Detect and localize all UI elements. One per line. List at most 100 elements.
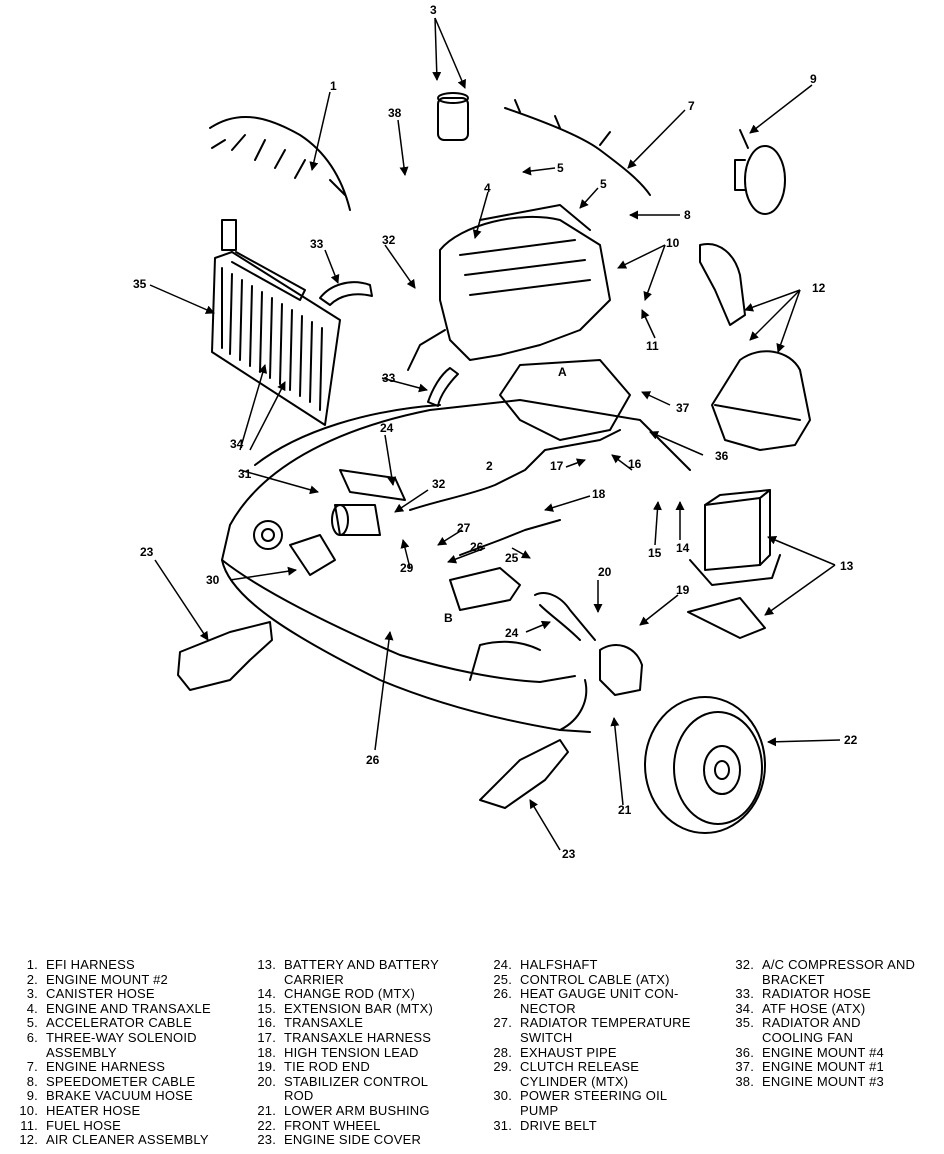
callout-labels: 3 1 38 7 9 5 4 5 8 10 33 32 35 12 11 33 … [133, 3, 858, 861]
callout-label: 17 [550, 459, 564, 473]
legend-item: PUMP [482, 1103, 691, 1119]
efi-harness-drawing [209, 115, 351, 211]
control-cable-drawing [459, 519, 561, 556]
legend-item-number: 36. [735, 1044, 754, 1060]
legend-item-text: NECTOR [520, 1000, 576, 1016]
legend-item: 31. DRIVE BELT [482, 1117, 691, 1134]
legend-item: 19. TIE ROD END [246, 1060, 439, 1075]
legend-item: 13.BATTERY AND BATTERY [246, 957, 439, 973]
legend-item-text: TIE ROD END [284, 1059, 370, 1075]
legend-item: 30.POWER STEERING OIL [482, 1089, 691, 1104]
legend-item-number [482, 1075, 520, 1090]
legend-item-number: 11. [20, 1117, 38, 1133]
legend-item: 20.STABILIZER CONTROL [246, 1074, 439, 1090]
callout-label: 10 [666, 236, 680, 250]
legend-item-text: CONTROL CABLE (ATX) [520, 971, 670, 987]
legend-item-text: CYLINDER (MTX) [520, 1073, 629, 1089]
callout-label: 14 [676, 541, 690, 555]
callout-label: 7 [688, 99, 695, 113]
legend-item-number: 22. [257, 1117, 276, 1133]
legend-item: 15.EXTENSION BAR (MTX) [246, 1000, 439, 1017]
legend-item-number: 18. [257, 1044, 276, 1060]
engine-harness-drawing [504, 99, 651, 196]
legend-item-text: FRONT WHEEL [284, 1117, 381, 1133]
legend-item-number: 28. [493, 1044, 512, 1060]
callout-label: 32 [432, 477, 446, 491]
legend-item: CYLINDER (MTX) [482, 1073, 691, 1090]
callout-label: 4 [484, 181, 491, 195]
legend-item-number: 1. [26, 957, 38, 972]
legend-item-number [482, 1031, 520, 1046]
legend-item-number [724, 973, 762, 988]
legend-item-number: 27. [493, 1015, 512, 1031]
legend-item-number: 31. [493, 1117, 512, 1133]
callout-label: 23 [140, 545, 154, 559]
callout-label: 5 [600, 177, 607, 191]
legend-item-text: ENGINE MOUNT #1 [762, 1059, 884, 1075]
legend-item-number: 14. [257, 986, 276, 1002]
legend-item-text: AIR CLEANER ASSEMBLY [46, 1132, 209, 1148]
legend-item-number: 34. [735, 1000, 754, 1016]
legend-item-text: CANISTER HOSE [46, 986, 155, 1002]
legend-item-text: TRANSAXLE HARNESS [284, 1029, 432, 1045]
callout-label: 27 [457, 521, 471, 535]
legend-item-text: EFI HARNESS [46, 957, 135, 972]
legend-item: 33.RADIATOR HOSE [724, 987, 915, 1002]
legend-item-text: A/C COMPRESSOR AND [762, 957, 916, 972]
callout-label: 11 [646, 339, 659, 353]
cable-harness-drawing [409, 429, 621, 511]
legend-item: 8.SPEEDOMETER CABLE [8, 1073, 211, 1090]
legend-item-number: 30. [493, 1088, 512, 1104]
legend-item-number: 15. [257, 1000, 276, 1016]
legend-item: SWITCH [482, 1029, 691, 1046]
legend-item-number: 19. [257, 1059, 276, 1075]
legend-item-number: 6. [26, 1029, 38, 1045]
legend-item-number: 21. [257, 1102, 276, 1118]
legend-item-number: 5. [26, 1015, 38, 1031]
legend-item-text: ENGINE MOUNT #4 [762, 1044, 884, 1060]
legend-item: 7.ENGINE HARNESS [8, 1060, 211, 1075]
callout-label: 35 [133, 277, 147, 291]
callout-label: 24 [505, 626, 519, 640]
legend-item: ASSEMBLY [8, 1044, 211, 1061]
callout-label: 20 [598, 565, 612, 579]
legend-item: 6.THREE-WAY SOLENOID [8, 1029, 211, 1046]
exploded-engine-diagram: 3 1 38 7 9 5 4 5 8 10 33 32 35 12 11 33 … [133, 3, 858, 861]
legend-item-number: 8. [26, 1073, 38, 1089]
legend-item-number: 25. [493, 971, 512, 987]
legend-item: 17. TRANSAXLE HARNESS [246, 1029, 439, 1046]
legend-item: 37. ENGINE MOUNT #1 [724, 1060, 915, 1075]
legend-item-text: RADIATOR TEMPERATURE [520, 1015, 691, 1031]
legend-item-number: 3. [26, 986, 38, 1002]
legend-item-number: 17. [257, 1029, 276, 1045]
legend-item: 29.CLUTCH RELEASE [482, 1060, 691, 1075]
legend-item: 16.TRANSAXLE [246, 1016, 439, 1031]
callout-label: 36 [715, 449, 729, 463]
callout-label: 19 [676, 583, 690, 597]
legend-item-number: 9. [26, 1088, 38, 1104]
legend-item-text: ROD [284, 1088, 314, 1104]
legend-item-number: 35. [735, 1015, 754, 1031]
air-cleaner-drawing [699, 243, 811, 451]
callout-label: 24 [380, 421, 394, 435]
legend-item-number: 12. [19, 1132, 38, 1148]
legend-item-text: SWITCH [520, 1029, 573, 1045]
ac-compressor-drawing [331, 469, 406, 536]
legend-item-text: ENGINE HARNESS [46, 1059, 166, 1075]
legend-item-number: 37. [735, 1059, 754, 1075]
callout-label: 3 [430, 3, 437, 17]
legend-item: BRACKET [724, 972, 915, 988]
legend-item: 28.EXHAUST PIPE [482, 1044, 691, 1061]
callout-label: 15 [648, 546, 662, 560]
legend-item-text: ASSEMBLY [46, 1044, 117, 1060]
halfshaft-drawing [534, 592, 596, 641]
legend-item-number [724, 1031, 762, 1046]
callout-label: 22 [844, 733, 858, 747]
legend-item-text: ENGINE SIDE COVER [284, 1132, 422, 1148]
callout-label: 9 [810, 72, 817, 86]
legend-item-number: 29. [493, 1059, 512, 1075]
power-steering-pump-drawing [289, 534, 336, 576]
legend-item-text: DRIVE BELT [520, 1117, 597, 1133]
